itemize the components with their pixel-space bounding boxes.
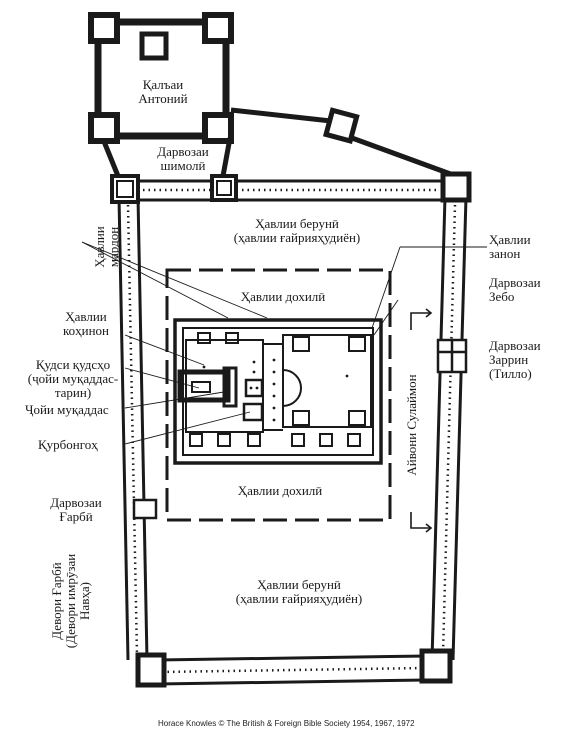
label-west-wall-line-2: (Девори имрӯзаи — [63, 553, 78, 649]
sanctuary-complex — [173, 318, 383, 465]
label-west-wall-text: Девори Ғарбӣ (Девори имрӯзаи Навҳа) — [49, 545, 92, 657]
label-golden-gate-line-1: Дарвозаи — [489, 338, 541, 353]
label-west-wall-line-1: Девори Ғарбӣ — [49, 562, 64, 640]
label-golden-gate: Дарвозаи Заррин (Тилло) — [489, 339, 541, 381]
label-men-court-text: Ҳавлии мардон — [92, 219, 121, 275]
gate-arrows — [410, 308, 433, 533]
label-holy-of-holies-line-2: (ҷойи муқаддас- — [27, 371, 119, 386]
label-north-gate-line-1: Дарвозаи — [157, 144, 209, 159]
label-outer-court-top-line-2: (ҳавлии ғайрияҳудиён) — [233, 230, 361, 245]
wall-gates — [132, 338, 468, 520]
label-men-court-line-1: Ҳавлии — [92, 226, 107, 268]
label-beautiful-gate-line-1: Дарвозаи — [489, 275, 541, 290]
label-antonia-line-1: Қалъаи — [142, 77, 184, 92]
label-men-court: Ҳавлии мардон — [89, 215, 125, 271]
label-priests-court: Ҳавлии коҳинон — [46, 310, 126, 338]
label-west-gate-line-1: Дарвозаи — [50, 495, 102, 510]
copyright-credit: Horace Knowles © The British & Foreign B… — [158, 719, 415, 728]
label-antonia-fortress: Қалъаи Антоний — [132, 78, 194, 106]
label-women-court-line-1: Ҳавлии — [489, 232, 531, 247]
label-solomon-porch: Айвони Сулаймон — [404, 374, 419, 476]
label-inner-court-top: Ҳавлии дохилӣ — [240, 289, 326, 304]
label-holy-place: Ҷойи муқаддас — [25, 402, 109, 417]
inner-court-boundary — [165, 268, 392, 522]
connecting-walls — [100, 107, 457, 179]
fortress-antonia — [88, 12, 234, 144]
corner-towers — [110, 171, 472, 688]
label-golden-gate-line-3: (Тилло) — [489, 366, 532, 381]
label-antonia-line-2: Антоний — [138, 91, 188, 106]
outer-enclosure — [117, 179, 468, 686]
label-holy-of-holies: Қудси қудсҳо (ҷойи муқаддас- тарин) — [16, 358, 130, 400]
label-outer-court-bottom-line-1: Ҳавлии берунӣ — [257, 577, 341, 592]
label-men-court-line-2: мардон — [106, 226, 121, 268]
label-west-gate-line-2: Ғарбӣ — [59, 509, 93, 524]
label-women-court: Ҳавлии занон — [489, 233, 531, 261]
label-north-gate: Дарвозаи шимолӣ — [146, 145, 220, 173]
colonnade-dots — [202, 358, 349, 422]
temple-building — [177, 366, 264, 422]
label-beautiful-gate-line-2: Зебо — [489, 289, 515, 304]
label-inner-court-bottom: Ҳавлии дохилӣ — [237, 483, 323, 498]
label-north-gate-line-2: шимолӣ — [160, 158, 206, 173]
label-altar: Қурбонгоҳ — [38, 437, 98, 452]
wall-tower — [322, 107, 360, 144]
label-outer-court-top: Ҳавлии берунӣ (ҳавлии ғайрияҳудиён) — [214, 217, 380, 245]
label-west-wall-line-3: Навҳа) — [77, 582, 92, 620]
label-women-court-line-2: занон — [489, 246, 521, 261]
label-holy-of-holies-line-3: тарин) — [54, 385, 92, 400]
label-outer-court-bottom: Ҳавлии берунӣ (ҳавлии ғайрияҳудиён) — [214, 578, 384, 606]
leader-lines — [81, 241, 487, 445]
label-west-gate: Дарвозаи Ғарбӣ — [36, 496, 116, 524]
label-priests-court-line-1: Ҳавлии — [65, 309, 107, 324]
label-golden-gate-line-2: Заррин — [489, 352, 529, 367]
label-priests-court-line-2: коҳинон — [62, 323, 110, 338]
label-beautiful-gate: Дарвозаи Зебо — [489, 276, 541, 304]
label-outer-court-top-line-1: Ҳавлии берунӣ — [255, 216, 339, 231]
label-outer-court-bottom-line-2: (ҳавлии ғайрияҳудиён) — [235, 591, 363, 606]
label-holy-of-holies-line-1: Қудси қудсҳо — [35, 357, 111, 372]
label-west-wall: Девори Ғарбӣ (Девори имрӯзаи Навҳа) — [21, 539, 121, 663]
